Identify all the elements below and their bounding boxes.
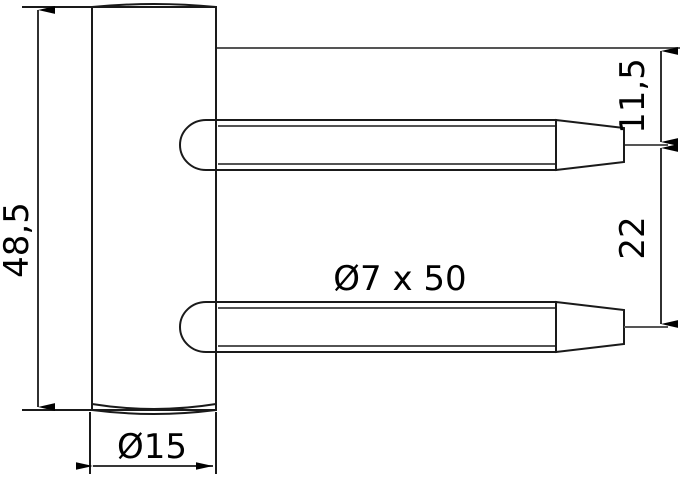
lower-pin-round-head: [179, 301, 217, 353]
lower-pin-tapered-tip: [555, 300, 625, 354]
dimension-label-11-5: 11,5: [613, 58, 653, 134]
upper-pin-tapered-tip: [555, 118, 625, 172]
dimension-height-overall: 48,5: [0, 6, 96, 411]
dimension-label-15: Ø15: [117, 427, 187, 467]
upper-pin-round-head: [179, 119, 217, 171]
upper-pin: [179, 118, 625, 172]
dimension-pin-spacing-upper: 11,5: [613, 47, 678, 146]
lower-pin: [179, 300, 625, 354]
dimension-pin-spacing-lower: 22: [613, 144, 678, 328]
plate-top-lip: [91, 3, 217, 8]
plate-bottom-edge: [91, 409, 217, 415]
mounting-plate: [91, 3, 217, 415]
upper-pin-shaft: [215, 119, 557, 171]
dimension-label-48-5: 48,5: [0, 202, 37, 278]
reference-lines: [178, 47, 680, 146]
dimension-label-22: 22: [613, 216, 653, 259]
dimension-plate-width: Ø15: [76, 412, 217, 474]
lower-pin-shaft: [215, 301, 557, 353]
dimension-label-pin-spec: Ø7 x 50: [333, 259, 466, 299]
plate-bottom-lip: [91, 403, 217, 410]
